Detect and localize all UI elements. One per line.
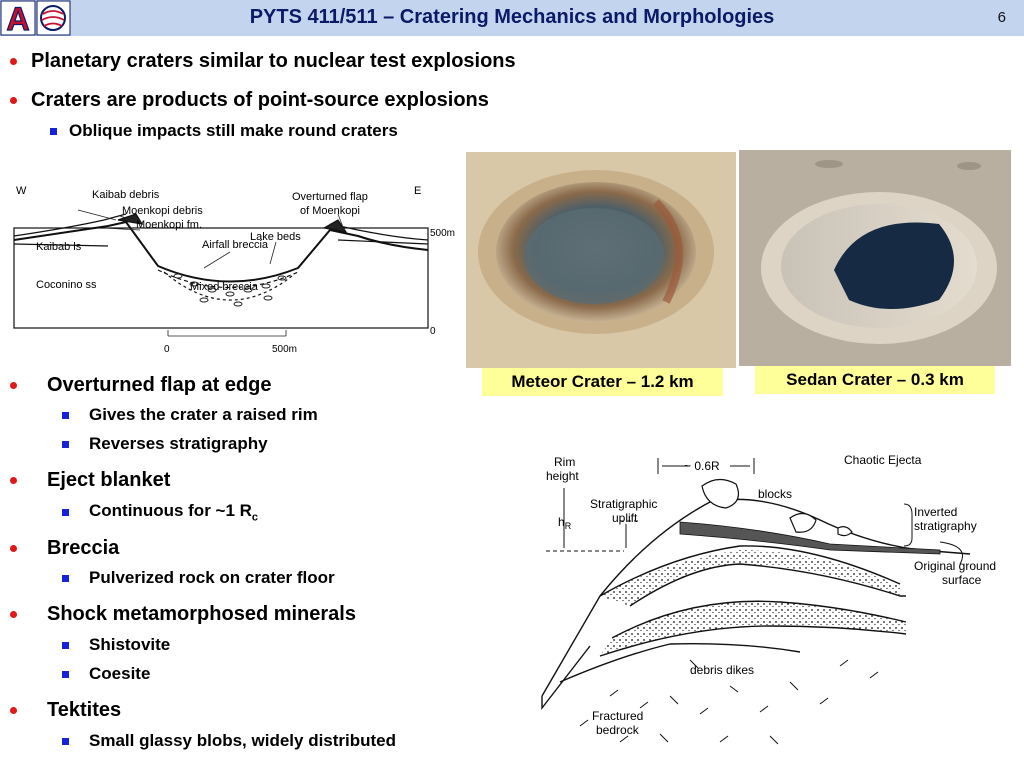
lake-beds-label: Lake beds — [250, 231, 301, 243]
red-bullet-icon — [10, 58, 17, 65]
original-ground-label: Original ground — [914, 559, 996, 573]
bullet-text: Gives the crater a raised rim — [89, 405, 318, 424]
red-bullet-icon — [10, 707, 17, 714]
blue-bullet-icon — [62, 508, 69, 516]
blue-bullet-icon — [50, 127, 57, 135]
bullet-text: Pulverized rock on crater floor — [89, 568, 335, 587]
bullet-text: Oblique impacts still make round craters — [69, 121, 398, 140]
mixed-breccia-label: Mixed breccia — [190, 281, 259, 293]
debris-dikes-label: debris dikes — [690, 663, 754, 677]
bullet-point: Overturned flap at edge — [10, 374, 272, 397]
slide-header: A PYTS 411/511 – Cratering Mechanics and… — [0, 0, 1024, 36]
blue-bullet-icon — [62, 574, 69, 582]
kaibab-ls-label: Kaibab ls — [36, 241, 82, 253]
overturned-flap-label: Overturned flap — [292, 191, 368, 203]
bullet-point: Planetary craters similar to nuclear tes… — [10, 50, 516, 73]
page-number: 6 — [997, 9, 1006, 26]
bullet-text: Breccia — [47, 537, 120, 559]
meteor-crater-caption: Meteor Crater – 1.2 km — [482, 368, 723, 396]
sub-bullet-point: Reverses stratigraphy — [62, 434, 268, 454]
university-logo: A — [0, 0, 71, 36]
rim-height-label: Rim — [554, 455, 575, 469]
bullet-point: Tektites — [10, 699, 121, 722]
sub-bullet-point: Pulverized rock on crater floor — [62, 568, 335, 588]
sub-bullet-point: Shistovite — [62, 635, 170, 655]
hr-label: hR — [558, 515, 572, 531]
bullet-text: Planetary craters similar to nuclear tes… — [31, 50, 516, 72]
stratigraphic-uplift-label-2: uplift — [612, 511, 638, 525]
sedan-crater-photo — [739, 150, 1011, 366]
kaibab-debris-label: Kaibab debris — [92, 189, 160, 201]
sub-bullet-point: Oblique impacts still make round craters — [50, 121, 398, 141]
blue-bullet-icon — [62, 440, 69, 448]
bullet-text: Craters are products of point-source exp… — [31, 89, 489, 111]
horizontal-scale-start: 0 — [164, 344, 170, 355]
slide-title: PYTS 411/511 – Cratering Mechanics and M… — [249, 6, 775, 28]
rim-height-label-2: height — [546, 469, 579, 483]
bullet-text: Coesite — [89, 664, 151, 683]
red-bullet-icon — [10, 382, 17, 389]
vertical-scale-bottom: 0 — [430, 326, 436, 337]
moenkopi-debris-label: Moenkopi debris — [122, 205, 203, 217]
blue-bullet-icon — [62, 737, 69, 745]
chaotic-ejecta-label: Chaotic Ejecta — [844, 453, 922, 467]
inverted-stratigraphy-label-2: stratigraphy — [914, 519, 977, 533]
vertical-scale-top: 500m — [430, 228, 455, 239]
red-bullet-icon — [10, 477, 17, 484]
svg-text:A: A — [6, 1, 29, 36]
crater-rim-structure-diagram: Rim height hR ~ 0.6R Chaotic Ejecta bloc… — [541, 453, 996, 745]
east-label: E — [414, 185, 421, 197]
horizontal-scale-end: 500m — [272, 344, 297, 355]
blocks-label: blocks — [758, 487, 792, 501]
blue-bullet-icon — [62, 670, 69, 678]
overturned-flap-label-2: of Moenkopi — [300, 205, 360, 217]
bullet-text: Eject blanket — [47, 469, 171, 491]
sub-bullet-point: Small glassy blobs, widely distributed — [62, 731, 396, 751]
red-bullet-icon — [10, 611, 17, 618]
fractured-bedrock-label-2: bedrock — [596, 723, 640, 737]
blue-bullet-icon — [62, 411, 69, 419]
fractured-bedrock-label: Fractured — [592, 709, 643, 723]
bullet-point: Craters are products of point-source exp… — [10, 89, 489, 112]
sub-bullet-point: Coesite — [62, 664, 150, 684]
original-ground-label-2: surface — [942, 573, 982, 587]
airfall-breccia-label: Airfall breccia — [202, 239, 269, 251]
blue-bullet-icon — [62, 641, 69, 649]
sub-bullet-point: Continuous for ~1 Rc — [62, 501, 258, 523]
bullet-text: Continuous for ~1 Rc — [89, 501, 259, 524]
moenkopi-fm-label: Moenkopi fm. — [136, 219, 202, 231]
bullet-text: Small glassy blobs, widely distributed — [89, 731, 397, 750]
west-label: W — [16, 185, 27, 197]
red-bullet-icon — [10, 97, 17, 104]
inverted-stratigraphy-label: Inverted — [914, 505, 957, 519]
bullet-text: Overturned flap at edge — [47, 374, 272, 396]
bullet-text: Shistovite — [89, 635, 171, 654]
sub-bullet-point: Gives the crater a raised rim — [62, 405, 318, 425]
red-bullet-icon — [10, 545, 17, 552]
bullet-text: Tektites — [47, 699, 122, 721]
bullet-point: Breccia — [10, 537, 119, 560]
bullet-text: Reverses stratigraphy — [89, 434, 268, 453]
bullet-text: Shock metamorphosed minerals — [47, 603, 356, 625]
sedan-crater-caption: Sedan Crater – 0.3 km — [755, 366, 995, 394]
coconino-label: Coconino ss — [36, 279, 97, 291]
bullet-point: Shock metamorphosed minerals — [10, 603, 356, 626]
bullet-point: Eject blanket — [10, 469, 170, 492]
stratigraphic-uplift-label: Stratigraphic — [590, 497, 657, 511]
distance-label: ~ 0.6R — [684, 459, 720, 473]
meteor-crater-photo — [466, 152, 736, 368]
meteor-crater-cross-section: W E Kaibab debris Moenkopi debris Moenko… — [13, 185, 455, 355]
